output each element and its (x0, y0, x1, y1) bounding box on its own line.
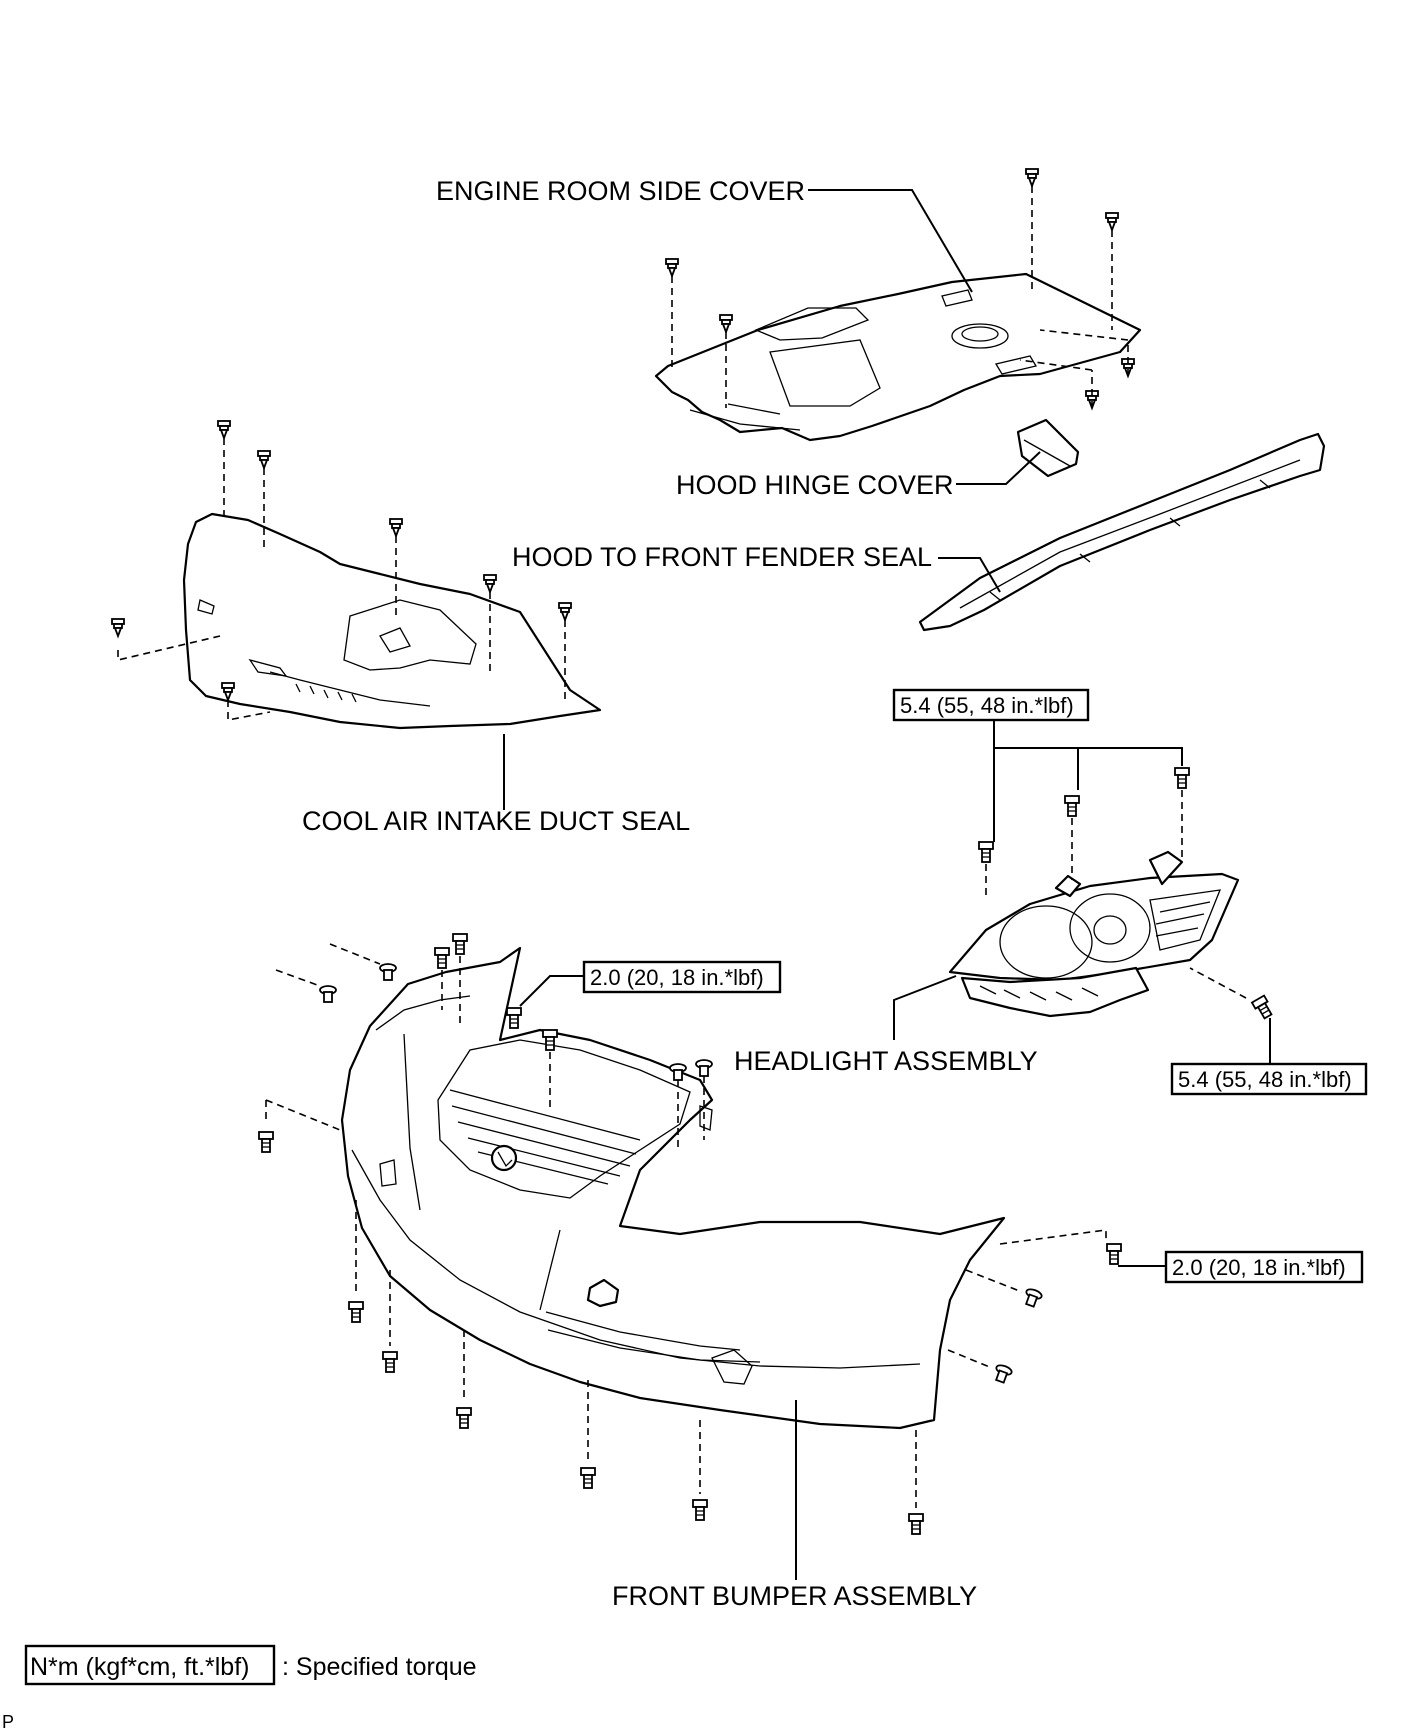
torque-box-headlight-side: 5.4 (55, 48 in.*lbf) (1170, 1062, 1368, 1096)
torque-value: 2.0 (20, 18 in.*lbf) (590, 965, 764, 990)
engine-cover-fasteners (665, 168, 1135, 409)
corner-mark: P (2, 1712, 14, 1732)
cool-air-intake-duct-seal (182, 512, 602, 730)
label-hood-to-front-fender-seal: HOOD TO FRONT FENDER SEAL (512, 542, 932, 572)
torque-box-headlight-top: 5.4 (55, 48 in.*lbf) (892, 688, 1090, 722)
cool-air-seal-fasteners (111, 420, 572, 721)
label-cool-air-intake-duct-seal: COOL AIR INTAKE DUCT SEAL (302, 806, 690, 836)
label-engine-room-side-cover: ENGINE ROOM SIDE COVER (436, 176, 805, 206)
torque-value: 5.4 (55, 48 in.*lbf) (900, 693, 1074, 718)
torque-value: 5.4 (55, 48 in.*lbf) (1178, 1067, 1352, 1092)
torque-box-bumper-side: 2.0 (20, 18 in.*lbf) (1164, 1250, 1364, 1284)
hood-to-front-fender-seal (918, 432, 1326, 632)
label-front-bumper-assembly: FRONT BUMPER ASSEMBLY (612, 1581, 977, 1611)
bumper-fasteners (258, 933, 1122, 1535)
legend: N*m (kgf*cm, ft.*lbf) : Specified torque (24, 1644, 477, 1686)
headlight-assembly (948, 850, 1240, 1018)
legend-text: : Specified torque (282, 1653, 477, 1681)
label-hood-hinge-cover: HOOD HINGE COVER (676, 470, 954, 500)
label-headlight-assembly: HEADLIGHT ASSEMBLY (734, 1046, 1038, 1076)
front-bumper-assembly (340, 946, 1006, 1430)
hood-hinge-cover (1016, 418, 1080, 478)
engine-room-side-cover (654, 272, 1142, 442)
leader-lines (503, 189, 1271, 1580)
headlight-bolts (978, 767, 1275, 1021)
torque-value: 2.0 (20, 18 in.*lbf) (1172, 1255, 1346, 1280)
legend-unit-box: N*m (kgf*cm, ft.*lbf) (30, 1653, 249, 1681)
torque-box-bumper-top: 2.0 (20, 18 in.*lbf) (582, 960, 782, 994)
